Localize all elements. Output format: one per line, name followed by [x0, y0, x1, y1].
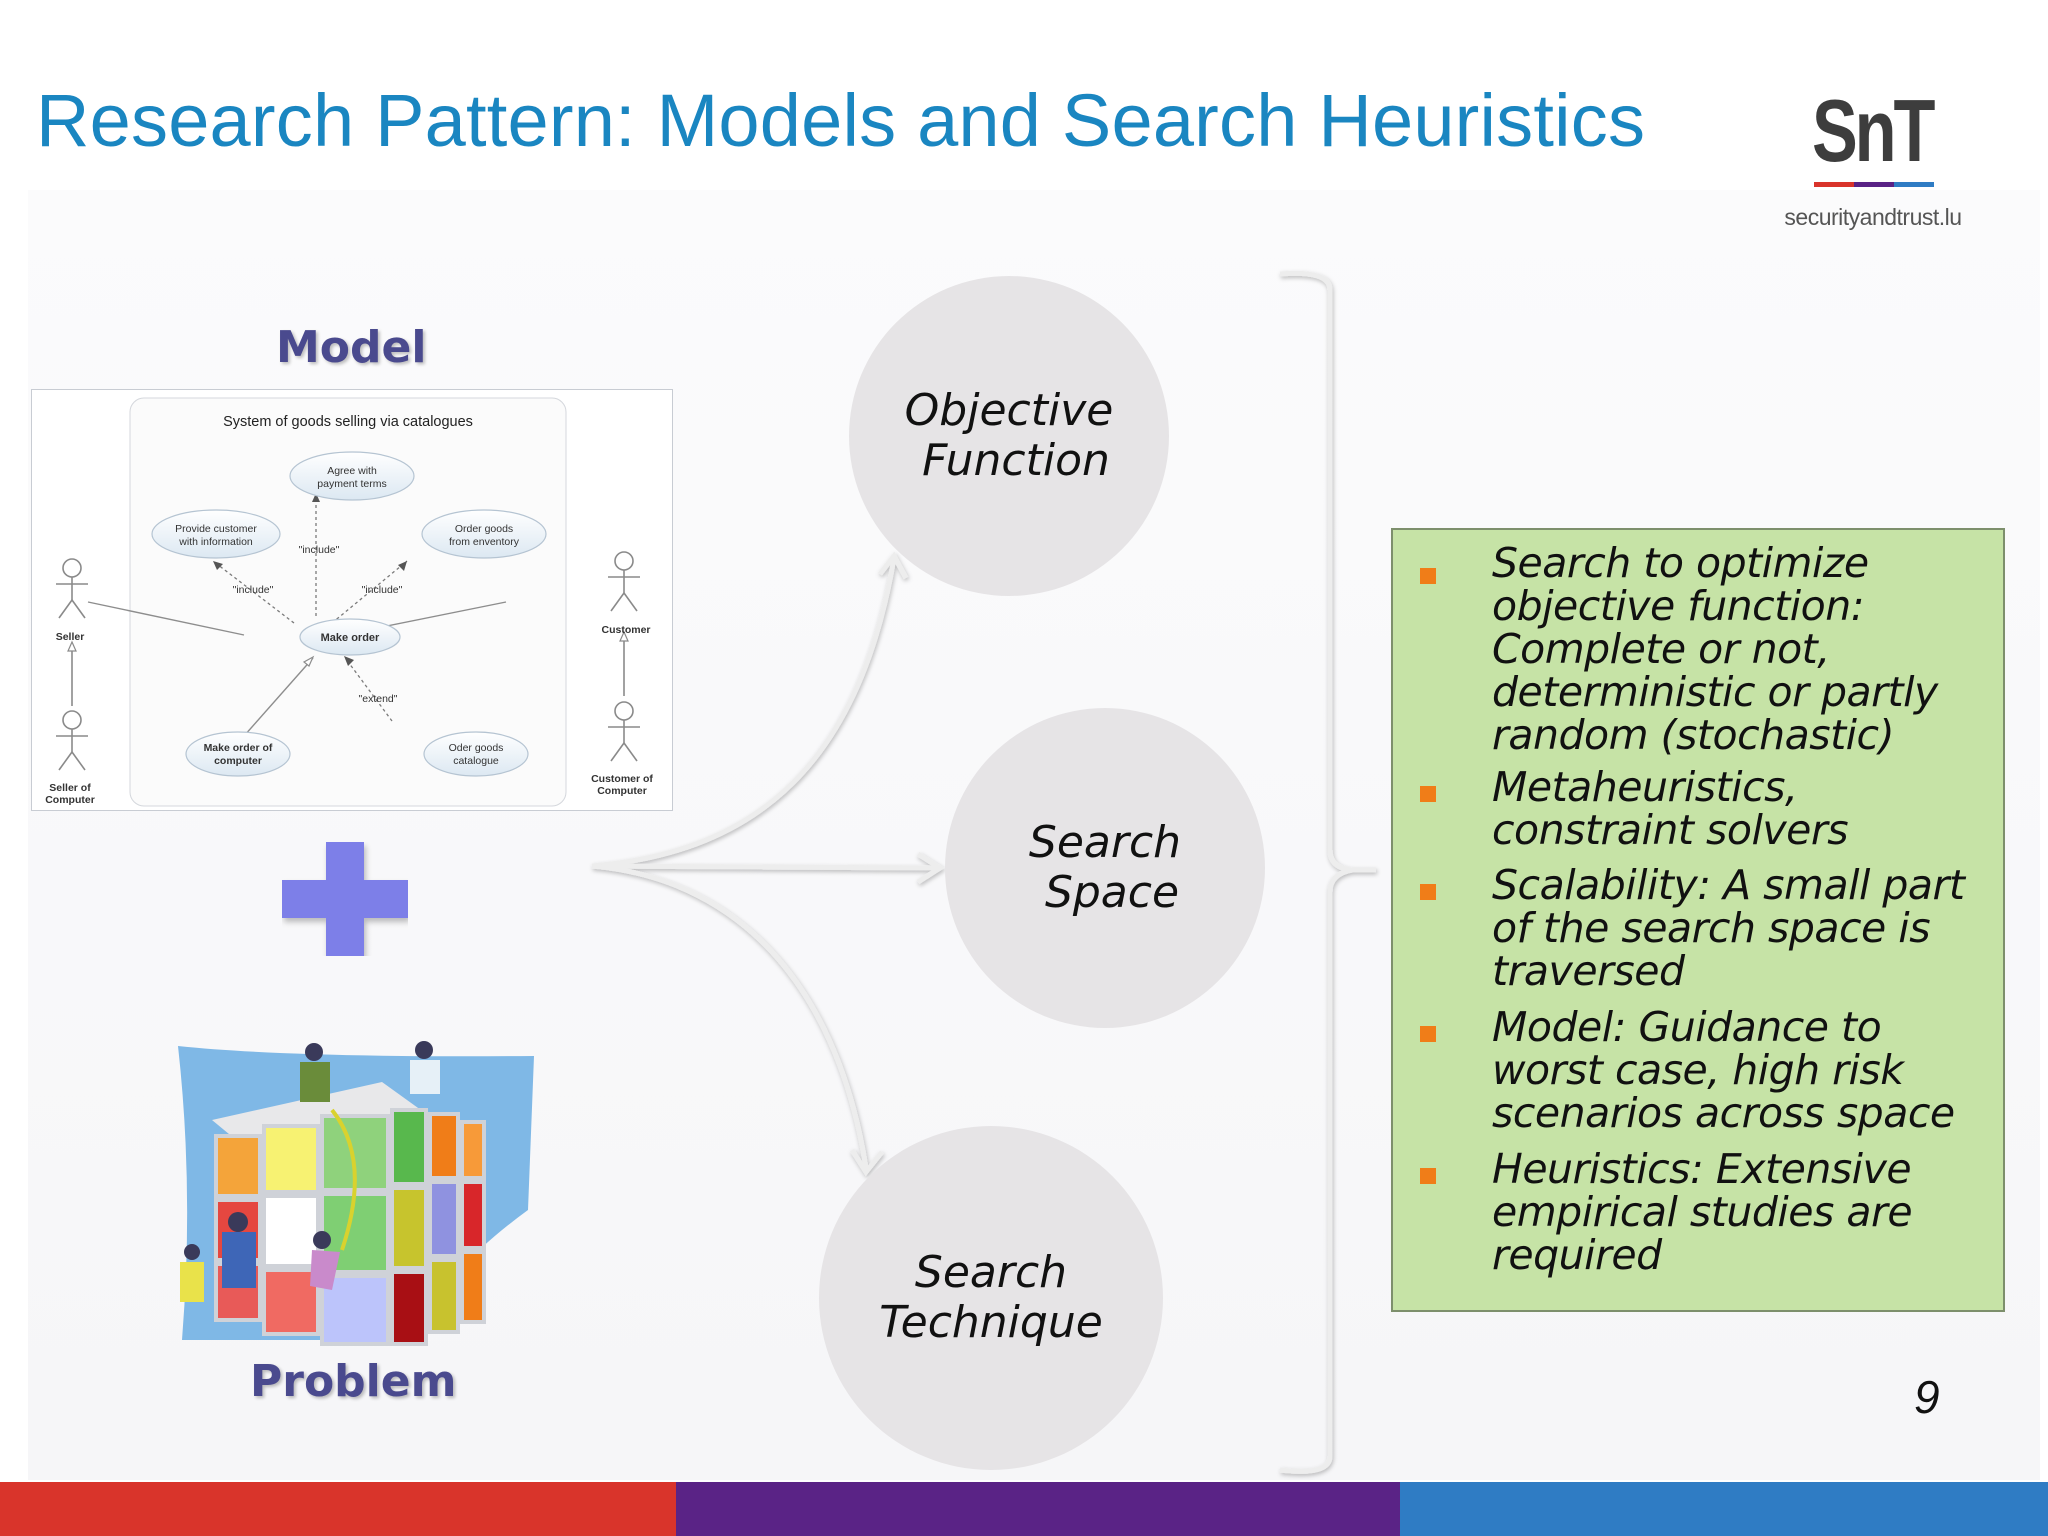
- rubiks-cube-clipart: [178, 1041, 534, 1346]
- actor-customer-label: Customer: [601, 624, 650, 636]
- include-right-label: "include": [362, 584, 403, 596]
- actor-customer-icon: [608, 551, 640, 612]
- bottom-bar-purple: [676, 1482, 1400, 1536]
- inventory-line-2: from enventory: [449, 536, 520, 548]
- bullet-text: Model: Guidance to worst case, high risk…: [1492, 1003, 1955, 1137]
- search-space-label: Search Space: [1028, 817, 1182, 918]
- actor-seller-icon: [56, 558, 88, 619]
- bullet-square-icon: [1420, 786, 1436, 802]
- agree-line-2: payment terms: [317, 478, 386, 490]
- actor-customer-computer-line-2: Computer: [597, 785, 647, 797]
- make-order-text: Make order: [321, 632, 380, 644]
- logo-subtitle: securityandtrust.lu: [1784, 204, 1962, 230]
- slide-title: Research Pattern: Models and Search Heur…: [36, 79, 1646, 162]
- bottom-bar-red: [0, 1482, 676, 1536]
- logo-mark: SnT: [1812, 81, 1935, 180]
- search-technique-label: Search Technique: [879, 1247, 1103, 1348]
- bottom-bar-blue: [1400, 1482, 2048, 1536]
- actor-customer-computer-icon: [608, 701, 640, 762]
- bullet-square-icon: [1420, 884, 1436, 900]
- bullet-square-icon: [1420, 568, 1436, 584]
- bullet-text: Metaheuristics, constraint solvers: [1492, 763, 1849, 854]
- actor-customer-computer-line-1: Customer of: [591, 773, 653, 785]
- use-case-order-inventory: [421, 509, 547, 559]
- actor-seller-computer-icon: [56, 710, 88, 771]
- bullet-text: Search to optimize objective function: C…: [1492, 539, 1938, 759]
- inventory-line-1: Order goods: [455, 523, 513, 535]
- uml-use-case-diagram: System of goods selling via catalogues "…: [31, 389, 673, 811]
- use-case-make-order: [299, 618, 401, 656]
- page-number: 9: [1914, 1371, 1940, 1423]
- uml-system-title: System of goods selling via catalogues: [223, 414, 473, 430]
- logo-line-red: [1814, 182, 1854, 187]
- logo-color-lines: [1814, 182, 1934, 187]
- make-order-computer-line-2: computer: [214, 755, 262, 767]
- bullet-square-icon: [1420, 1026, 1436, 1042]
- use-case-make-order-computer: [185, 731, 291, 777]
- catalogue-line-2: catalogue: [453, 755, 499, 767]
- actor-seller-computer-line-2: Computer: [45, 794, 95, 806]
- make-order-computer-line-1: Make order of: [204, 742, 273, 754]
- uml-system-boundary: [129, 397, 567, 807]
- search-space-node: Search Space: [945, 708, 1265, 1028]
- actor-seller-computer-line-1: Seller of: [49, 782, 91, 794]
- plus-icon: [282, 842, 408, 956]
- bullet-square-icon: [1420, 1168, 1436, 1184]
- use-case-order-catalogue: [423, 731, 529, 777]
- objective-function-node: Objective Function: [849, 276, 1169, 596]
- key-points-box: Search to optimize objective function: C…: [1391, 528, 2005, 1312]
- use-case-provide: [151, 509, 281, 559]
- bullet-text: Scalability: A small part of the search …: [1492, 861, 1965, 995]
- include-top-label: "include": [299, 544, 340, 556]
- problem-label: Problem: [250, 1356, 457, 1407]
- objective-function-label: Objective Function: [904, 385, 1114, 486]
- logo-line-purple: [1854, 182, 1894, 187]
- snt-logo: SnT securityandtrust.lu: [1770, 86, 1976, 236]
- bullet-text: Heuristics: Extensive empirical studies …: [1492, 1145, 1913, 1279]
- include-left-label: "include": [233, 584, 274, 596]
- agree-line-1: Agree with: [327, 465, 377, 477]
- catalogue-line-1: Oder goods: [449, 742, 504, 754]
- provide-line-1: Provide customer: [175, 523, 257, 535]
- model-label: Model: [276, 322, 427, 373]
- extend-label: "extend": [359, 693, 398, 705]
- logo-line-blue: [1894, 182, 1934, 187]
- search-technique-node: Search Technique: [819, 1126, 1163, 1470]
- bottom-color-bar: [0, 1482, 2048, 1536]
- use-case-agree: [289, 451, 415, 501]
- actor-seller-label: Seller: [56, 631, 85, 643]
- provide-line-2: with information: [178, 536, 253, 548]
